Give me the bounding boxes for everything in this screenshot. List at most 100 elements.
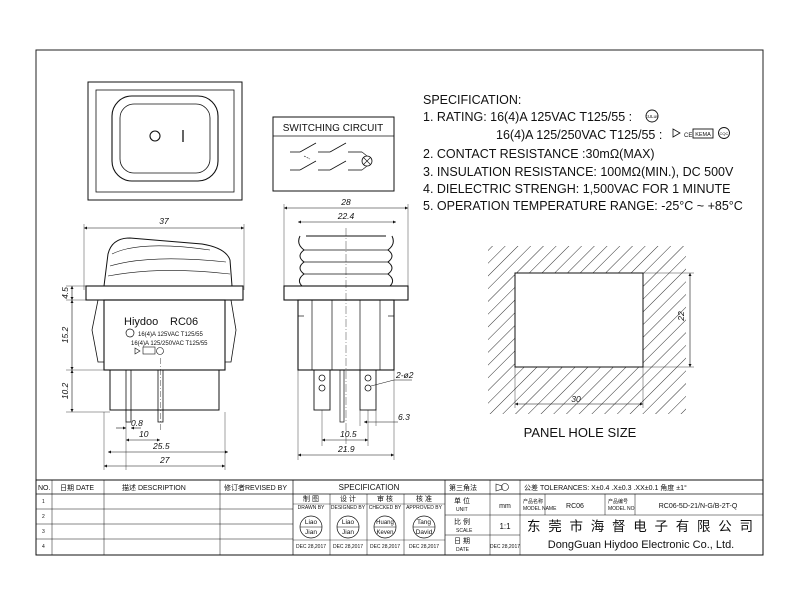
model-label: RC06 bbox=[170, 316, 198, 328]
rev-row-4: 4 bbox=[42, 544, 45, 550]
unit-label-en: UNIT bbox=[456, 507, 468, 513]
role-designed-en: DESIGNED BY bbox=[331, 505, 366, 511]
signature-stamp-checked: Huang Keven bbox=[373, 515, 397, 539]
col-no: NO. bbox=[38, 485, 51, 492]
specification-block: SPECIFICATION: 1. RATING: 16(4)A 125VAC … bbox=[423, 93, 743, 213]
svg-text:Jian: Jian bbox=[305, 529, 317, 536]
terminal-hole-icon bbox=[318, 374, 326, 382]
company-name-cn: 东 莞 市 海 督 电 子 有 限 公 司 bbox=[527, 518, 755, 534]
dim-10-5: 10.5 bbox=[340, 429, 357, 439]
indicator-o-icon bbox=[149, 130, 161, 142]
scale-label-en: SCALE bbox=[456, 528, 473, 534]
spec-line-5: 5. OPERATION TEMPERATURE RANGE: -25°C ~ … bbox=[423, 199, 743, 213]
svg-text:Jian: Jian bbox=[342, 529, 354, 536]
company-name-en: DongGuan Hiydoo Electronic Co., Ltd. bbox=[548, 539, 735, 551]
product-no-en: MODEL NO bbox=[608, 506, 635, 512]
terminal-hole-icon bbox=[364, 384, 372, 392]
spec-line-4: 4. DIELECTRIC STRENGH: 1,500VAC FOR 1 MI… bbox=[423, 182, 730, 196]
col-revised-by: 修订者REVISED BY bbox=[224, 483, 287, 492]
cul-us-icon: cULus bbox=[645, 109, 660, 123]
dim-21-9: 21.9 bbox=[337, 444, 355, 454]
svg-text:Liao: Liao bbox=[305, 519, 318, 526]
role-checked-date: DEC 28,2017 bbox=[370, 544, 400, 550]
role-approved-en: APPROVED BY bbox=[406, 505, 443, 511]
spec-line-3: 3. INSULATION RESISTANCE: 100MΩ(MIN.), D… bbox=[423, 165, 734, 179]
kema-icon: KEMA bbox=[692, 128, 714, 139]
role-drawn-en: DRAWN BY bbox=[298, 505, 325, 511]
unit-value: mm bbox=[499, 503, 511, 510]
ce-mark-small-icon bbox=[134, 346, 164, 355]
col-description: 描述 DESCRIPTION bbox=[122, 483, 186, 492]
signature-stamp-drawn: Liao Jian bbox=[299, 515, 323, 539]
product-name-en: MODEL NAME bbox=[523, 506, 557, 512]
rating-line-2: 16(4)A 125/250VAC T125/55 bbox=[131, 341, 208, 347]
spec-heading: SPECIFICATION: bbox=[423, 93, 521, 107]
spec-line-1b: 16(4)A 125/250VAC T125/55 : bbox=[496, 128, 662, 142]
dim-4-5: 4.5 bbox=[60, 287, 70, 299]
unit-label-cn: 单 位 bbox=[454, 496, 470, 505]
projection-symbol-icon bbox=[495, 483, 509, 492]
svg-text:Liao: Liao bbox=[342, 519, 355, 526]
svg-text:Keven: Keven bbox=[376, 530, 393, 536]
cqc-icon: CQC bbox=[718, 127, 730, 139]
role-designed-date: DEC 28,2017 bbox=[333, 544, 363, 550]
date-value: DEC 28,2017 bbox=[490, 544, 520, 550]
dim-25-5: 25.5 bbox=[152, 441, 170, 451]
dim-10: 10 bbox=[139, 429, 149, 439]
col-date: 日期 DATE bbox=[60, 484, 94, 492]
role-checked-en: CHECKED BY bbox=[369, 505, 402, 511]
date-label-en: DATE bbox=[456, 547, 470, 553]
date-label-cn: 日 期 bbox=[454, 537, 470, 545]
svg-text:KEMA: KEMA bbox=[695, 132, 711, 138]
signature-stamp-designed: Liao Jian bbox=[336, 515, 360, 539]
panel-hole-view: 30 22 PANEL HOLE SIZE bbox=[488, 246, 694, 440]
dim-22-4: 22.4 bbox=[337, 211, 355, 221]
rev-row-1: 1 bbox=[42, 499, 45, 505]
panel-cutout bbox=[514, 272, 644, 368]
dim-6-3: 6.3 bbox=[398, 412, 410, 422]
role-drawn-cn: 制 图 bbox=[303, 494, 319, 503]
product-name-value: RC06 bbox=[566, 503, 584, 510]
panel-hole-label: PANEL HOLE SIZE bbox=[524, 425, 637, 440]
panel-height-dim: 22 bbox=[676, 311, 686, 322]
role-checked-cn: 审 核 bbox=[377, 494, 393, 503]
title-block-text: NO. 日期 DATE 描述 DESCRIPTION 修订者REVISED BY… bbox=[38, 483, 755, 553]
ce-mark-icon: CE bbox=[672, 128, 692, 139]
dim-2-phi-2: 2-ø2 bbox=[395, 370, 414, 380]
side-view: 28 22.4 2-ø2 6.3 bbox=[283, 197, 414, 460]
rev-row-3: 3 bbox=[42, 529, 45, 535]
top-view bbox=[87, 81, 243, 201]
terminal-hole-icon bbox=[318, 384, 326, 392]
rev-row-2: 2 bbox=[42, 514, 45, 520]
svg-text:cULus: cULus bbox=[646, 114, 660, 119]
role-designed-cn: 设 计 bbox=[340, 494, 356, 503]
projection-label: 第三角法 bbox=[449, 483, 477, 492]
role-drawn-date: DEC 28,2017 bbox=[296, 544, 326, 550]
dim-0-8: 0.8 bbox=[131, 418, 143, 428]
spec-line-2: 2. CONTACT RESISTANCE :30mΩ(MAX) bbox=[423, 147, 655, 161]
title-block bbox=[35, 479, 764, 556]
terminal-hole-icon bbox=[364, 374, 372, 382]
rating-line-1: 16(4)A 125VAC T125/55 bbox=[138, 332, 203, 338]
dim-27: 27 bbox=[159, 455, 170, 465]
svg-text:David: David bbox=[416, 529, 433, 536]
product-no-cn: 产品编号 bbox=[608, 498, 628, 505]
spec-line-1: 1. RATING: 16(4)A 125VAC T125/55 : bbox=[423, 110, 632, 124]
switching-circuit: SWITCHING CIRCUIT bbox=[272, 116, 395, 192]
panel-width-dim: 30 bbox=[571, 394, 581, 404]
svg-text:Tang: Tang bbox=[417, 519, 431, 526]
scale-value: 1:1 bbox=[499, 522, 511, 531]
brand-label: Hiydoo bbox=[124, 316, 158, 328]
role-approved-date: DEC 28,2017 bbox=[409, 544, 439, 550]
spec-title: SPECIFICATION bbox=[339, 483, 400, 492]
dim-37: 37 bbox=[159, 216, 169, 226]
dim-28: 28 bbox=[340, 197, 351, 207]
role-approved-cn: 核 准 bbox=[416, 494, 432, 503]
dim-10-2: 10.2 bbox=[60, 382, 70, 399]
tolerances: 公差 TOLERANCES: X±0.4 .X±0.3 .XX±0.1 角度 ±… bbox=[524, 483, 687, 492]
dim-15-2: 15.2 bbox=[60, 326, 70, 343]
svg-text:CQC: CQC bbox=[720, 131, 729, 136]
front-view: 37 Hiydoo RC06 16(4)A 125VAC T125/55 16(… bbox=[60, 216, 245, 470]
switching-circuit-label: SWITCHING CIRCUIT bbox=[283, 123, 384, 134]
